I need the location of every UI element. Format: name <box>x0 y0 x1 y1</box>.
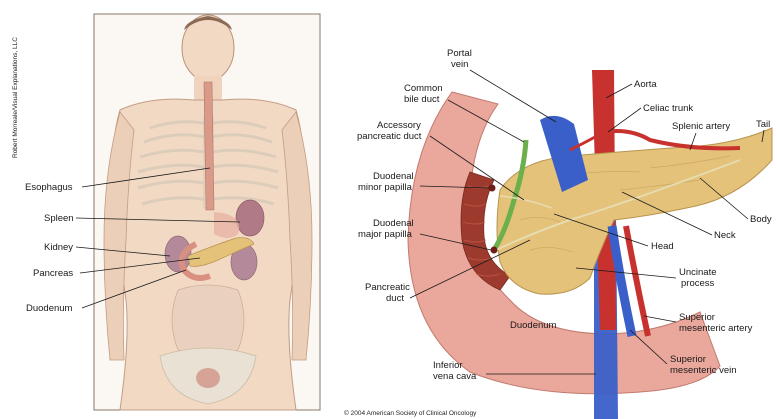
label-aorta: Aorta <box>634 79 657 90</box>
label-duodenum-detail: Duodenum <box>510 320 557 331</box>
bottom-credit: © 2004 American Society of Clinical Onco… <box>344 409 477 417</box>
label-smv-line1: Superior <box>670 354 706 365</box>
label-common-bile-duct-line2: bile duct <box>404 94 440 105</box>
body-illustration <box>94 14 320 410</box>
label-smv-line2: mesenteric vein <box>670 365 737 376</box>
label-portal-vein-line1: Portal <box>447 48 472 59</box>
label-accessory-duct-line1: Accessory <box>377 120 421 131</box>
side-credit: Robert Morreale/Visual Explanations, LLC <box>12 37 19 158</box>
label-portal-vein-line2: vein <box>451 59 468 70</box>
label-tail: Tail <box>756 119 770 130</box>
label-esophagus: Esophagus <box>25 182 73 193</box>
label-celiac-trunk: Celiac trunk <box>643 103 693 114</box>
label-pancreatic-duct-line2: duct <box>386 293 404 304</box>
label-minor-papilla-line2: minor papilla <box>358 182 413 193</box>
label-minor-papilla-line1: Duodenal <box>373 171 414 182</box>
label-pancreatic-duct-line1: Pancreatic <box>365 282 410 293</box>
label-body: Body <box>750 214 772 225</box>
label-pancreas: Pancreas <box>33 268 73 279</box>
label-neck: Neck <box>714 230 736 241</box>
label-duodenum: Duodenum <box>26 303 73 314</box>
label-major-papilla-line1: Duodenal <box>373 218 414 229</box>
label-kidney: Kidney <box>44 242 73 253</box>
label-uncinate-line1: Uncinate <box>679 267 717 278</box>
label-accessory-duct-line2: pancreatic duct <box>357 131 422 142</box>
label-spleen: Spleen <box>44 213 74 224</box>
label-ivc-line1: Inferior <box>433 360 463 371</box>
label-sma-line2: mesenteric artery <box>679 323 753 334</box>
label-uncinate-line2: process <box>681 278 715 289</box>
label-sma-line1: Superior <box>679 312 715 323</box>
label-major-papilla-line2: major papilla <box>358 229 413 240</box>
label-head: Head <box>651 241 674 252</box>
label-ivc-line2: vena cava <box>433 371 477 382</box>
label-splenic-artery: Splenic artery <box>672 121 730 132</box>
label-common-bile-duct-line1: Common <box>404 83 443 94</box>
